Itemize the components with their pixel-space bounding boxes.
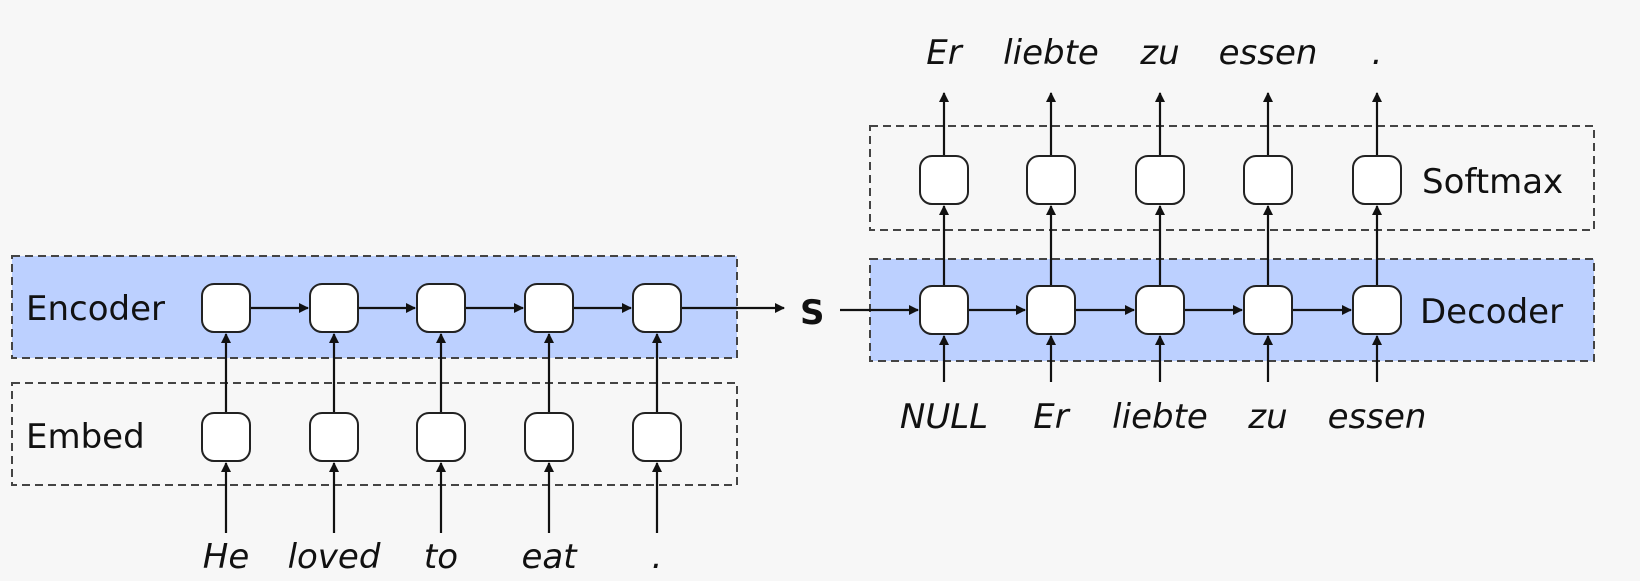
embed-cell: [309, 412, 359, 462]
softmax-cell: [1352, 155, 1402, 205]
rnn-cells: [201, 155, 1402, 462]
encoder-input-word: to: [424, 537, 458, 577]
encoder-input-word: .: [652, 537, 663, 577]
decoder-cell: [1026, 285, 1076, 335]
encoder-cell: [309, 283, 359, 333]
decoder-output-word: essen: [1219, 33, 1318, 73]
encoder-input-word: He: [203, 537, 249, 577]
softmax-cell: [1026, 155, 1076, 205]
encoder-cell: [632, 283, 682, 333]
decoder-output-word: .: [1372, 33, 1383, 73]
decoder-cell: [1135, 285, 1185, 335]
embed-label: Embed: [26, 417, 145, 457]
decoder-label: Decoder: [1420, 292, 1563, 332]
encoder-cell: [524, 283, 574, 333]
decoder-cell: [1243, 285, 1293, 335]
decoder-input-word: Er: [1033, 397, 1070, 437]
softmax-cell: [1135, 155, 1185, 205]
embed-cell: [632, 412, 682, 462]
softmax-band: [869, 125, 1595, 231]
softmax-cell: [919, 155, 969, 205]
decoder-cell: [919, 285, 969, 335]
embed-cell: [416, 412, 466, 462]
decoder-input-word: essen: [1328, 397, 1427, 437]
encoder-label: Encoder: [26, 289, 165, 329]
connection-arrows: [221, 92, 1382, 533]
embed-cell: [201, 412, 251, 462]
decoder-input-word: zu: [1247, 397, 1287, 437]
encoder-cell: [416, 283, 466, 333]
decoder-output-word: liebte: [1003, 33, 1099, 73]
decoder-cell: [1352, 285, 1402, 335]
encoder-cell: [201, 283, 251, 333]
embed-band: [11, 382, 738, 486]
encoder-input-word: loved: [288, 537, 381, 577]
encoder-input-word: eat: [521, 537, 578, 577]
embed-cell: [524, 412, 574, 462]
decoder-output-word: zu: [1139, 33, 1179, 73]
decoder-output-word: Er: [926, 33, 963, 73]
decoder-input-word: liebte: [1112, 397, 1208, 437]
context-vector-label: S: [800, 293, 825, 333]
decoder-input-word: NULL: [900, 397, 988, 437]
softmax-cell: [1243, 155, 1293, 205]
softmax-label: Softmax: [1422, 162, 1563, 202]
